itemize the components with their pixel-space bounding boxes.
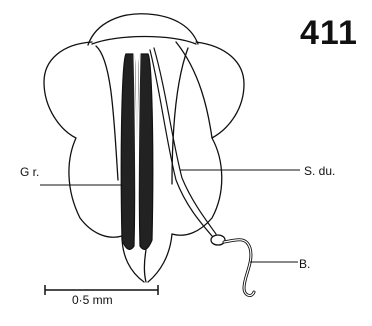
left-lobe-outline xyxy=(44,42,122,237)
figure-number: 411 xyxy=(300,16,358,50)
label-gr: G r. xyxy=(20,166,39,178)
lower-body-mid xyxy=(145,250,147,282)
label-s-du: S. du. xyxy=(304,165,335,177)
right-lobe-fold xyxy=(176,42,212,138)
scale-bar-label: 0·5 mm xyxy=(72,294,113,306)
duct-bulb xyxy=(211,235,225,245)
cap-inner xyxy=(92,37,196,45)
label-b: B. xyxy=(299,258,310,270)
seminal-duct xyxy=(150,50,212,236)
right-inner-fold xyxy=(172,48,188,184)
left-inner-fold xyxy=(96,46,118,180)
gland-structure xyxy=(121,50,153,249)
right-lobe-outline xyxy=(172,42,244,235)
duct-outer xyxy=(154,48,216,234)
